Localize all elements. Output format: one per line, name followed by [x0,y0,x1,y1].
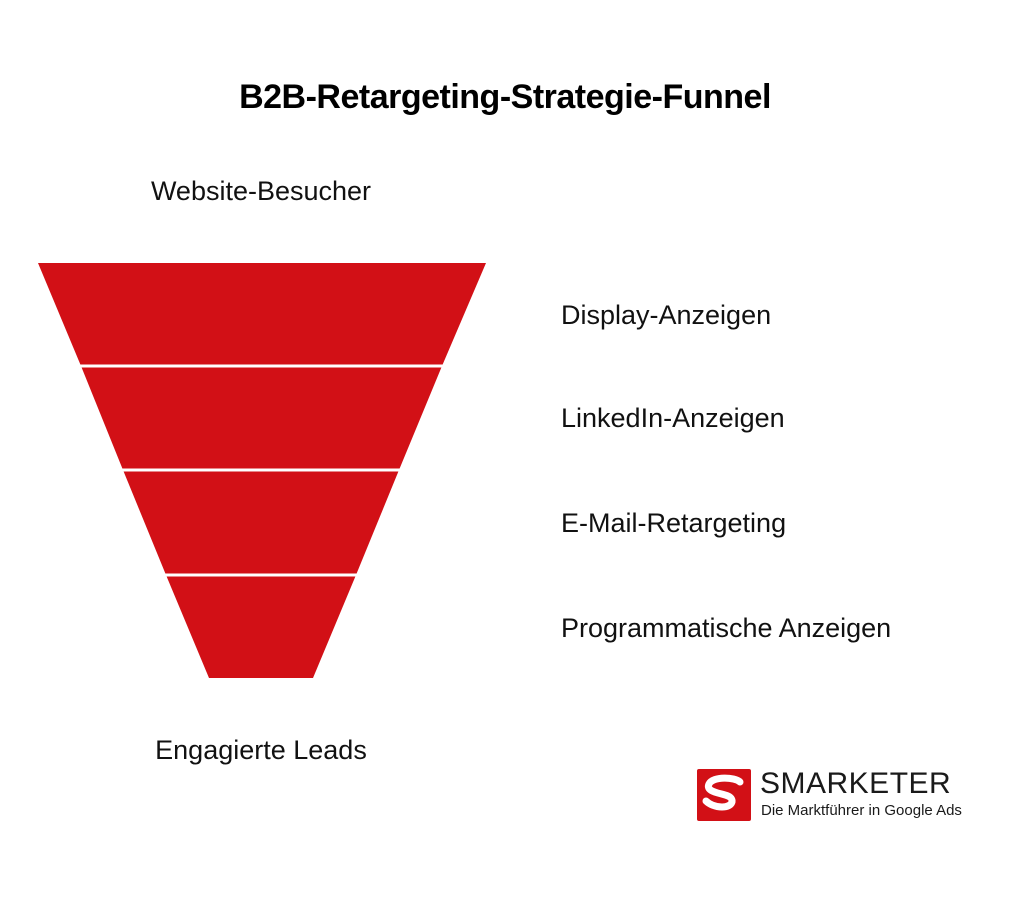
funnel-stage-4 [166,575,356,678]
stage-label-1: Display-Anzeigen [561,300,772,330]
funnel-stage-3 [123,470,399,575]
logo-tagline: Die Marktführer in Google Ads [761,802,962,819]
smarketer-logo: SMARKETER Die Marktführer in Google Ads [697,767,987,823]
stage-label-2: LinkedIn-Anzeigen [561,403,785,433]
stage-label-4: Programmatische Anzeigen [561,613,892,643]
funnel-stage-1 [38,263,486,366]
funnel-top-label: Website-Besucher [150,176,372,206]
funnel-stage-2 [81,366,442,470]
stage-label-3: E-Mail-Retargeting [561,508,787,538]
smarketer-s-logo-icon [697,769,751,821]
funnel-bottom-label: Engagierte Leads [155,735,367,765]
diagram-title: B2B-Retargeting-Strategie-Funnel [239,78,771,116]
logo-name: SMARKETER [760,767,952,800]
